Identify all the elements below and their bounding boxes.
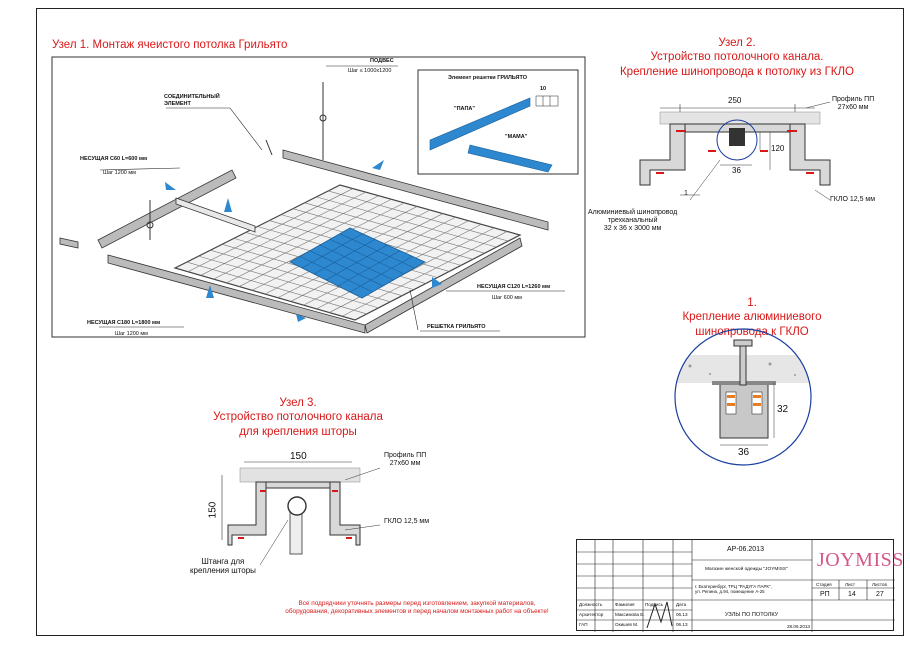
node3-dim-150h: 150 — [207, 501, 219, 519]
grid-cell-line — [304, 202, 485, 254]
node2-dim-120: 120 — [771, 144, 785, 153]
grid-cell-line — [292, 208, 473, 260]
node2-title: Узел 2. Устройство потолочного канала. К… — [612, 36, 862, 79]
step-1200-label-b: Шаг 1200 мм — [115, 331, 148, 337]
detail1-title-line3: шинопровода к ГКЛО — [695, 325, 809, 338]
title-block-grid — [577, 540, 895, 632]
node3-title-line2: Устройство потолочного канала — [213, 411, 383, 424]
papa-element — [429, 97, 531, 151]
tb-name2: Окишев М. — [615, 622, 639, 627]
node3-title-line1: Узел 3. — [279, 397, 317, 409]
contractors-note: Все подрядчики уточнять размеры перед из… — [285, 600, 549, 616]
carrier-180-label: НЕСУЩАЯ С180 L=1800 мм — [87, 320, 161, 326]
carrier-60-label: НЕСУЩАЯ С60 L=600 мм — [80, 156, 148, 162]
tb-date1: 06.13 — [676, 612, 688, 617]
podves-label: ПОДВЕС — [370, 58, 394, 64]
detail1-title: 1. Крепление алюминиевого шинопровода к … — [672, 296, 832, 339]
detail1-title-line1: 1. — [747, 297, 757, 309]
tb-sheet-header: Лист — [845, 582, 855, 587]
node2-marker-1: 1 — [684, 190, 688, 197]
papa-label: "ПАПА" — [454, 106, 475, 112]
node3-title-line3: для крепления шторы — [239, 425, 357, 438]
tb-address: г. Екатеринбург, ТРЦ "РАДУГА ПАРК", ул. … — [695, 584, 772, 594]
node2-title-line3: Крепление шинопровода к потолку из ГКЛО — [619, 65, 855, 78]
node3-profile-label: Профиль ПП 27х60 мм — [384, 452, 427, 468]
sheet-frame — [36, 8, 904, 636]
tb-stage: РП — [820, 591, 830, 598]
tb-stage-header: Стадия — [816, 582, 832, 587]
node3-channel — [227, 481, 361, 546]
detail1-dim-36: 36 — [738, 447, 750, 458]
connector-label: СОЕДИНИТЕЛЬНЫЙ ЭЛЕМЕНТ — [164, 94, 220, 107]
mama-element — [467, 144, 553, 173]
grid-label: РЕШЕТКА ГРИЛЬЯТО — [427, 324, 486, 330]
tb-date-header: Дата — [676, 602, 687, 607]
node2-dim-36: 36 — [732, 166, 741, 175]
tb-sheets-header: Листов — [872, 582, 887, 587]
grid-cell-line — [329, 227, 495, 313]
carrier-120-label: НЕСУЩАЯ С120 L=1260 мм — [477, 284, 551, 290]
blue-arrows — [165, 160, 442, 322]
step-1200-label-a: Шаг 1200 мм — [103, 170, 136, 176]
step-600-label: Шаг 600 мм — [492, 295, 522, 301]
signature-scribble — [646, 601, 673, 629]
node2-dim-250: 250 — [728, 96, 742, 105]
tb-role2: Архитектор — [579, 612, 604, 617]
grid-cell-line — [316, 196, 497, 248]
tb-sheet-title: УЗЛЫ ПО ПОТОЛКУ — [725, 612, 779, 618]
title-block: АР-06.2013 Магазин женской одежды "JOYMI… — [576, 539, 903, 632]
mama-label: "МАМА" — [505, 134, 528, 140]
detail1-title-line2: Крепление алюминиевого — [682, 311, 822, 324]
node2-gklo-label: ГКЛО 12,5 мм — [830, 196, 876, 203]
tb-project: Магазин женской одежды "JOYMISS" — [705, 567, 788, 572]
tb-date2: 06.13 — [676, 622, 688, 627]
tb-name-header: Фамилия — [615, 602, 635, 607]
tb-sheets: 27 — [876, 591, 884, 598]
grid-cell-line — [328, 190, 509, 242]
tb-sign-header: Подпись — [645, 602, 664, 607]
tb-code: АР-06.2013 — [727, 546, 764, 553]
tb-role1: Должность — [579, 602, 603, 607]
tb-name1: Максимова Е. — [615, 612, 645, 617]
node3-rod-label: Штанга для крепления шторы — [190, 557, 256, 576]
node2-title-line2: Устройство потолочного канала. — [650, 51, 824, 64]
grid-cell-line — [342, 231, 508, 317]
inset-title: Элемент решетки ГРИЛЬЯТО — [448, 75, 527, 81]
node1-title: Узел 1. Монтаж ячеистого потолка Грильят… — [52, 39, 288, 51]
detail1-dim-32: 32 — [777, 404, 789, 415]
tb-logo: JOYMISS — [817, 549, 904, 571]
tb-sheet: 14 — [848, 591, 856, 598]
node3-dim-150w: 150 — [290, 451, 307, 462]
grid-cell-line — [349, 256, 413, 293]
node2-busbar-label: Алюминиевый шинопровод трехканальный 32 … — [588, 209, 678, 233]
hangers — [146, 82, 327, 240]
node3-title: Узел 3. Устройство потолочного канала дл… — [198, 396, 398, 439]
node2-profile-label: Профиль ПП 27х60 мм — [832, 96, 875, 112]
podves-step-label: Шаг ≤ 1000х1200 — [348, 68, 392, 74]
tb-role3: ГАП — [579, 622, 588, 627]
node3-gklo-label: ГКЛО 12,5 мм — [384, 518, 430, 525]
tb-date: 28.06.2013 — [787, 624, 810, 629]
carrier-rails — [59, 149, 549, 334]
dim-10-label: 10 — [540, 86, 547, 92]
node2-title-line1: Узел 2. — [718, 37, 756, 49]
